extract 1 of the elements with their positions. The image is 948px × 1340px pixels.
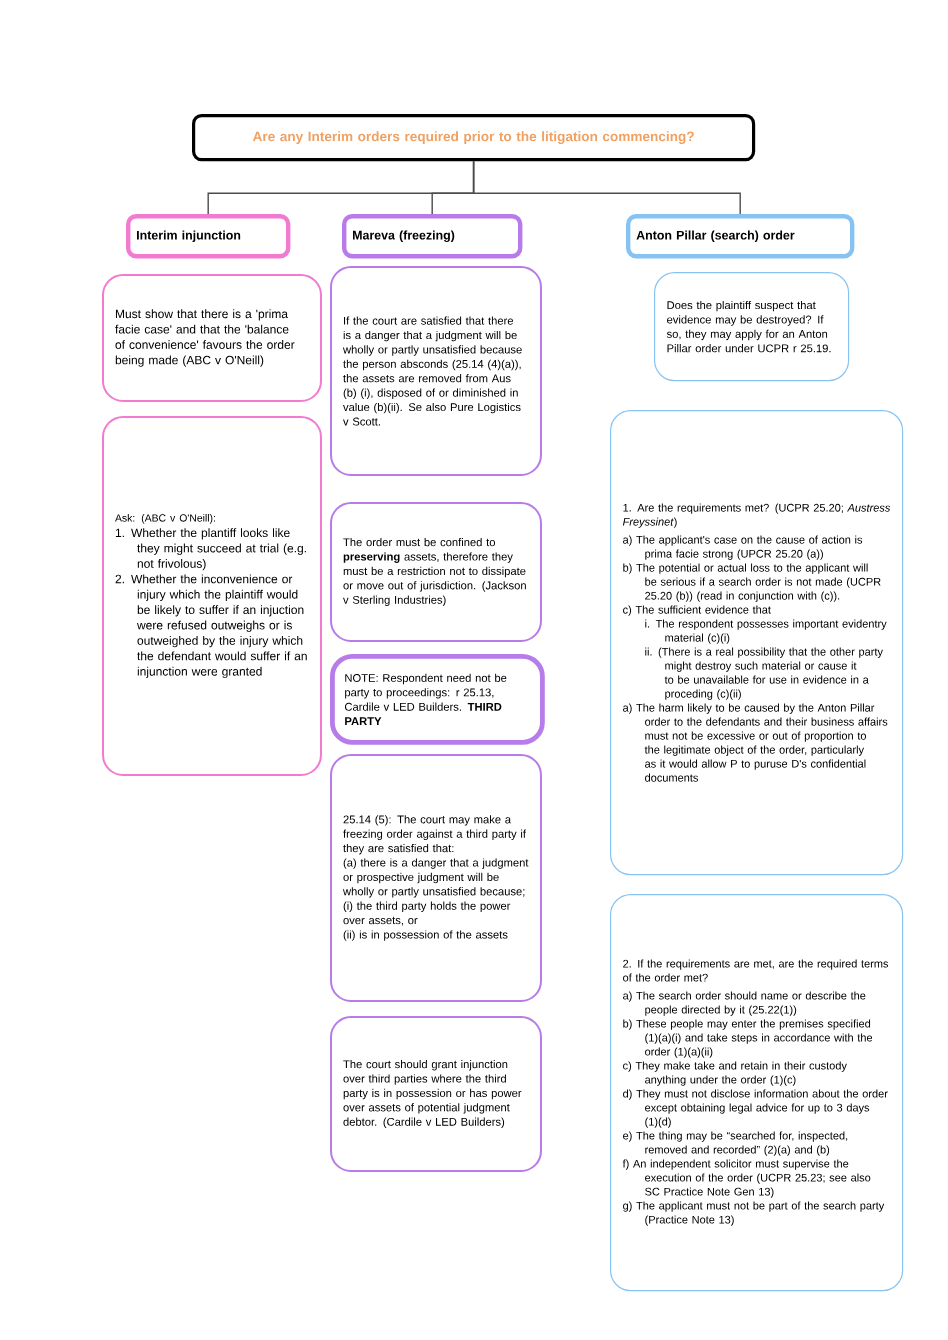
connector-line [472,160,741,215]
